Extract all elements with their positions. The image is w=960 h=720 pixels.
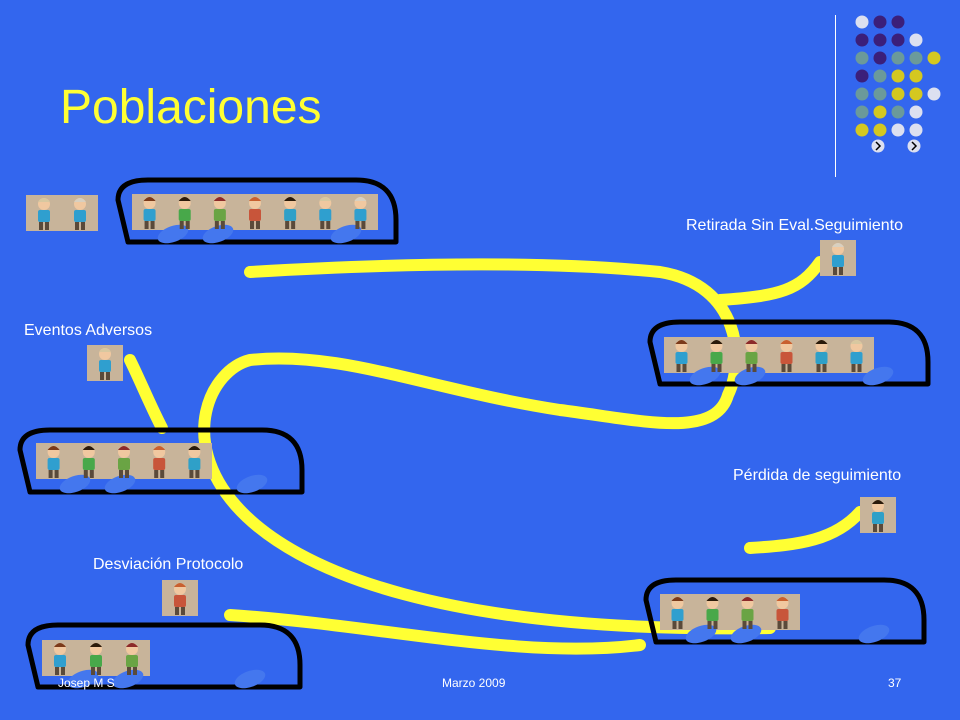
person-figure-icon: [745, 340, 758, 372]
person-figure-icon: [82, 446, 95, 478]
footer-author: Josep M S: [58, 676, 115, 690]
person-retirada: [820, 240, 856, 276]
person-figure-icon: [213, 197, 226, 229]
bus-wheel: [202, 224, 234, 244]
person-figure-icon: [780, 340, 793, 372]
bus-icon-initial-population: [115, 177, 399, 245]
person-figure-icon: [188, 446, 201, 478]
bus-wheel: [234, 669, 266, 689]
person-figure-icon: [99, 348, 111, 380]
person-figure-icon: [74, 198, 86, 230]
bus-window: [664, 337, 874, 373]
person-figure-icon: [832, 243, 844, 275]
person-figure-icon: [54, 643, 66, 675]
person-figure-icon: [249, 197, 261, 229]
person-figure-icon: [815, 340, 828, 372]
person-figure-icon: [153, 446, 166, 478]
flow-path-3: [124, 354, 168, 434]
person-figure-icon: [90, 643, 102, 675]
bus-wheel: [730, 624, 762, 644]
person-figure-icon: [126, 643, 138, 675]
bus-icon-population-5: [25, 622, 303, 690]
person-figure-icon: [741, 597, 754, 629]
person-desviacion-protocolo: [162, 580, 198, 616]
person-pair-waiting: [26, 195, 98, 231]
flow-path-2: [714, 256, 826, 306]
person-figure-icon: [872, 500, 884, 532]
person-figure-icon: [319, 197, 332, 229]
bus-wheel: [236, 474, 268, 494]
bus-wheel: [59, 474, 91, 494]
person-figure-icon: [143, 197, 156, 229]
label-desviacion-protocolo: Desviación Protocolo: [93, 556, 244, 573]
person-figure-icon: [118, 446, 130, 478]
bus-wheel: [858, 624, 890, 644]
flow-path-1: [198, 258, 776, 635]
decorative-divider: [835, 15, 836, 177]
person-figure-icon: [178, 197, 191, 229]
person-figure-icon: [354, 197, 367, 229]
flow-path-4: [224, 609, 646, 655]
bus-icon-population-2: [647, 319, 931, 387]
person-figure-icon: [174, 583, 186, 615]
bus-wheel: [104, 474, 136, 494]
person-perdida-seguimiento: [860, 497, 896, 533]
person-eventos-adversos: [87, 345, 123, 381]
footer-page-number: 37: [888, 676, 902, 690]
bus-wheel: [685, 624, 717, 644]
person-figure-icon: [776, 597, 789, 629]
label-retirada-sin-eval-seguimiento: Retirada Sin Eval.Seguimiento: [686, 217, 904, 234]
slide-title: Poblaciones: [60, 81, 322, 134]
bus-icon-population-3: [17, 427, 305, 495]
bus-wheel: [67, 669, 99, 689]
bus-wheel: [862, 366, 894, 386]
person-figure-icon: [671, 597, 684, 629]
bus-wheel: [734, 366, 766, 386]
bus-icon-population-4: [643, 577, 927, 645]
bus-wheel: [330, 224, 362, 244]
person-figure-icon: [706, 597, 719, 629]
person-figure-icon: [47, 446, 60, 478]
flow-path-5: [744, 506, 866, 554]
person-figure-icon: [284, 197, 297, 229]
person-figure-icon: [850, 340, 863, 372]
person-figure-icon: [675, 340, 688, 372]
footer-date: Marzo 2009: [442, 676, 506, 690]
person-figure-icon: [38, 198, 50, 230]
label-perdida-de-seguimiento: Pérdida de seguimiento: [733, 467, 902, 484]
person-figure-icon: [710, 340, 723, 372]
dot-grid-decoration: [855, 15, 941, 153]
bus-wheel: [157, 224, 189, 244]
label-eventos-adversos: Eventos Adversos: [24, 322, 153, 339]
